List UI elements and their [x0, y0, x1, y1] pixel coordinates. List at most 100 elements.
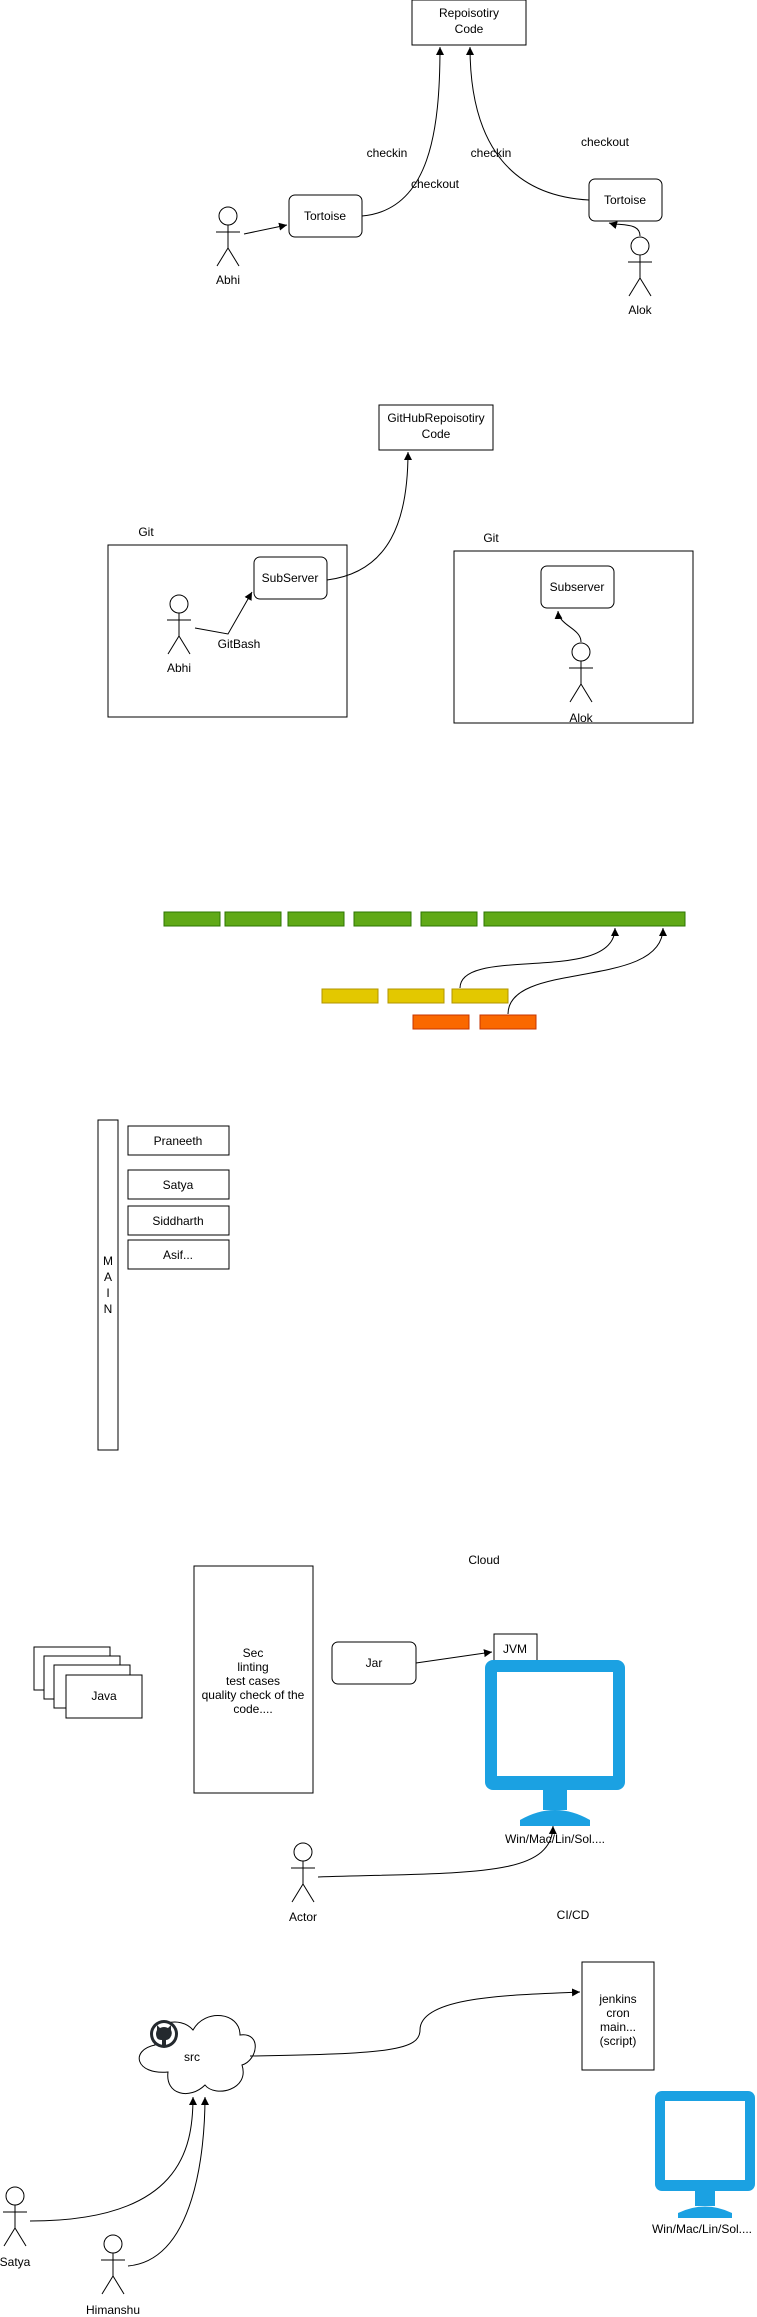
branch-label-siddharth: Siddharth	[152, 1214, 203, 1228]
git-left-label: Git	[138, 525, 154, 539]
actor-alok-1	[628, 236, 652, 297]
branch-label-asif: Asif...	[163, 1248, 193, 1262]
branch-bar-yellow-3	[451, 988, 509, 1004]
branch-label-satya: Satya	[163, 1178, 194, 1192]
repository-box	[411, 0, 527, 46]
actor-generic	[291, 1842, 315, 1903]
jenkins-line-2: cron	[606, 2006, 629, 2020]
branch-box-satya[interactable]	[127, 1169, 230, 1200]
monitor-icon-2	[655, 2091, 755, 2218]
sec-line-1: Sec	[243, 1646, 264, 1660]
subserver-right-label: Subserver	[550, 580, 605, 594]
repository-label-1: Repoisotiry	[439, 6, 499, 20]
actor-abhi-2-label: Abhi	[167, 661, 191, 675]
checkin-right-label: checkin	[471, 146, 512, 160]
main-letter-n: N	[104, 1302, 113, 1316]
actor-abhi-1-label: Abhi	[216, 273, 240, 287]
actor-abhi-2	[167, 594, 191, 655]
actor-himanshu-label: Himanshu	[86, 2303, 140, 2317]
section-5-cloud: Cloud Java Sec linting test cases qualit…	[33, 1553, 625, 1924]
branch-bar-orange-1	[412, 1014, 470, 1030]
jvm-label: JVM	[503, 1642, 527, 1656]
sec-line-5: code....	[233, 1702, 272, 1716]
branch-bar-orange-2	[479, 1014, 537, 1030]
actor-satya	[3, 2186, 27, 2247]
arrow-tortoise-to-repo-left	[361, 46, 444, 217]
sec-line-4: quality check of the	[202, 1688, 305, 1702]
jvm-box	[493, 1633, 538, 1663]
actor-satya-label: Satya	[0, 2255, 31, 2269]
branch-box-asif[interactable]	[127, 1239, 230, 1270]
platform-label-2: Win/Mac/Lin/Sol....	[652, 2222, 752, 2236]
actor-alok-2	[569, 642, 593, 703]
monitor-icon	[485, 1660, 625, 1826]
arrow-abhi-to-tortoise	[243, 222, 288, 235]
branch-label-praneeth: Praneeth	[154, 1134, 203, 1148]
src-label: src	[184, 2050, 200, 2064]
section-4-main-branches: M A I N Praneeth Satya Siddharth Asif...	[97, 1119, 230, 1451]
jenkins-line-1: jenkins	[598, 1992, 636, 2006]
github-icon	[150, 2020, 178, 2048]
checkout-left-label: checkout	[411, 177, 460, 191]
arrow-jar-to-jvm	[415, 1649, 493, 1664]
github-repository-box	[378, 404, 494, 451]
branch-bar-green-3	[287, 911, 345, 927]
main-letter-a: A	[104, 1270, 112, 1284]
java-stack	[33, 1646, 143, 1719]
branch-box-praneeth[interactable]	[127, 1125, 230, 1156]
checkin-left-label: checkin	[367, 146, 408, 160]
java-label: Java	[91, 1689, 117, 1703]
tortoise-left-label: Tortoise	[304, 209, 346, 223]
platform-label-1: Win/Mac/Lin/Sol....	[505, 1832, 605, 1846]
arrow-subserver-to-github	[326, 451, 412, 581]
section-1-tortoise: Repoisotiry Code Tortoise Tortoise Abhi …	[216, 0, 663, 317]
tortoise-right-label: Tortoise	[604, 193, 646, 207]
arrow-actor-to-monitor	[317, 1825, 557, 1878]
arrow-satya-to-src	[29, 2096, 197, 2222]
repository-label-2: Code	[455, 22, 484, 36]
github-repository-label-1: GitHubRepoisotiry	[387, 411, 484, 425]
arrow-himanshu-to-src	[127, 2096, 209, 2267]
actor-alok-1-label: Alok	[628, 303, 652, 317]
section-2-git: GitHubRepoisotiry Code Git Git SubServer…	[107, 404, 694, 725]
main-bar	[97, 1119, 119, 1451]
github-repository-label-2: Code	[422, 427, 451, 441]
actor-abhi-1	[216, 206, 240, 267]
arrow-alok-to-tortoise	[608, 221, 641, 237]
branch-bar-yellow-1	[321, 988, 379, 1004]
jar-label: Jar	[366, 1656, 383, 1670]
arrow-tortoise-to-repo-right	[466, 46, 590, 201]
gitbash-label: GitBash	[218, 637, 261, 651]
branch-bar-green-1	[163, 911, 221, 927]
git-right-label: Git	[483, 531, 499, 545]
arrow-alok-to-subserver	[554, 610, 582, 643]
arrow-src-to-jenkins	[249, 1988, 581, 2057]
sec-pipeline-box	[193, 1565, 314, 1794]
arrow-abhi-to-subserver	[194, 591, 253, 635]
branch-box-siddharth[interactable]	[127, 1205, 230, 1236]
main-letter-m: M	[103, 1254, 113, 1268]
branch-bar-green-5	[420, 911, 478, 927]
jenkins-line-3: main...	[600, 2020, 636, 2034]
actor-alok-2-label: Alok	[569, 711, 593, 725]
branch-bar-green-2	[224, 911, 282, 927]
sec-line-3: test cases	[226, 1674, 280, 1688]
actor-generic-label: Actor	[289, 1910, 317, 1924]
subserver-right-box[interactable]	[540, 565, 615, 609]
merge-arrow-orange	[507, 927, 667, 1015]
checkout-right-label: checkout	[581, 135, 630, 149]
subserver-left-label: SubServer	[262, 571, 319, 585]
sec-line-2: linting	[237, 1660, 268, 1674]
cicd-label: CI/CD	[557, 1908, 590, 1922]
branch-bar-yellow-2	[387, 988, 445, 1004]
merge-arrow-yellow	[459, 927, 619, 989]
subserver-left-box[interactable]	[253, 556, 328, 600]
cloud-label: Cloud	[468, 1553, 499, 1567]
jenkins-line-4: (script)	[600, 2034, 637, 2048]
branch-bar-green-6	[483, 911, 686, 927]
section-3-branches	[163, 911, 686, 1030]
jenkins-box	[581, 1961, 655, 2071]
branch-bar-green-4	[353, 911, 412, 927]
actor-himanshu	[101, 2234, 125, 2295]
